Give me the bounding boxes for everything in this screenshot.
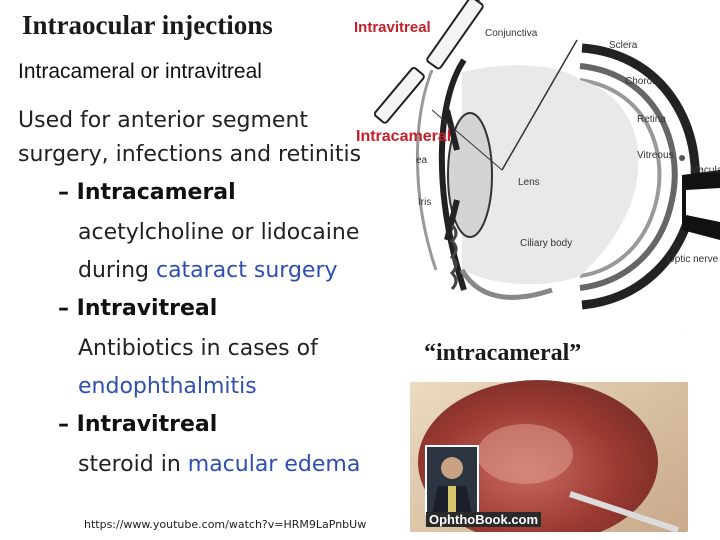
slide-title: Intraocular injections <box>22 10 273 40</box>
slide-subtitle: Intracameral or intravitreal <box>18 60 262 83</box>
presenter-head <box>441 457 463 479</box>
intro-line-2: surgery, infections and retinitis <box>18 142 362 167</box>
intracameral-needle-path <box>431 109 503 171</box>
highlight-cataract-surgery: cataract surgery <box>155 258 338 283</box>
vitreous-body <box>462 65 639 285</box>
label-ciliary-body: Ciliary body <box>520 238 572 249</box>
lower-conjunctiva <box>459 268 553 300</box>
surgery-photo <box>410 334 688 532</box>
bullet-intravitreal-2-line-1: steroid in macular edema <box>78 452 360 477</box>
intro-text: Used for anterior segment surgery, infec… <box>18 104 361 172</box>
lens-shape <box>447 112 493 238</box>
label-lens: Lens <box>518 177 540 188</box>
macula-dot <box>679 155 685 161</box>
bullet-intravitreal-1-line-1: Antibiotics in cases of <box>78 336 318 361</box>
eye-reflection <box>477 424 573 484</box>
choroid-shape <box>579 63 678 291</box>
bullet-intracameral-prefix: during <box>78 258 156 283</box>
ciliary-body-shape <box>449 223 458 291</box>
surgical-instrument <box>569 491 679 532</box>
syringe-intravitreal-icon <box>426 0 484 70</box>
bullet-intracameral-line-2: during cataract surgery <box>78 258 338 283</box>
syringe-intracameral-icon <box>373 66 425 124</box>
label-iris: Iris <box>418 197 431 208</box>
highlight-endophthalmitis: endophthalmitis <box>78 374 257 399</box>
presenter-tie <box>448 486 456 512</box>
intro-line-1: Used for anterior segment <box>18 108 309 133</box>
bullet-intravitreal-2: – Intravitreal <box>58 412 218 437</box>
iris-top <box>444 109 460 151</box>
bullet-intracameral: – Intracameral <box>58 180 236 205</box>
intracameral-video-thumbnail[interactable]: “intracameral” OphthoBook.com <box>410 334 688 532</box>
bullet-intravitreal-2-prefix: steroid in <box>78 452 188 477</box>
label-cornea-partial: ea <box>416 155 428 166</box>
label-vitreous: Vitreous <box>637 150 674 161</box>
source-url[interactable]: https://www.youtube.com/watch?v=HRM9LaPn… <box>84 518 367 531</box>
bullet-intravitreal-1: – Intravitreal <box>58 296 218 321</box>
intravitreal-needle-path <box>501 39 578 171</box>
label-choroid: Choroid <box>625 76 660 87</box>
ophthobook-watermark: OphthoBook.com <box>426 512 542 527</box>
highlight-macular-edema: macular edema <box>187 452 361 477</box>
anterior-chamber <box>415 69 438 271</box>
eye-injection-diagram: Intravitreal Intracameral Conjunctiva Sc… <box>354 0 720 310</box>
label-optic-nerve: Optic nerve <box>667 254 719 265</box>
bullet-intracameral-line-1: acetylcholine or lidocaine <box>78 220 360 245</box>
label-conjunctiva: Conjunctiva <box>485 28 538 39</box>
label-macula: Macula <box>690 165 720 176</box>
optic-nerve-core <box>686 188 720 222</box>
retina-shape <box>579 78 662 278</box>
iris-bottom <box>444 199 460 241</box>
diagram-heading-intracameral: Intracameral <box>356 128 451 145</box>
diagram-heading-intravitreal: Intravitreal <box>354 19 431 36</box>
label-sclera: Sclera <box>609 40 638 51</box>
photo-caption: “intracameral” <box>424 340 582 366</box>
caption-band <box>410 334 688 382</box>
label-retina: Retina <box>637 114 666 125</box>
